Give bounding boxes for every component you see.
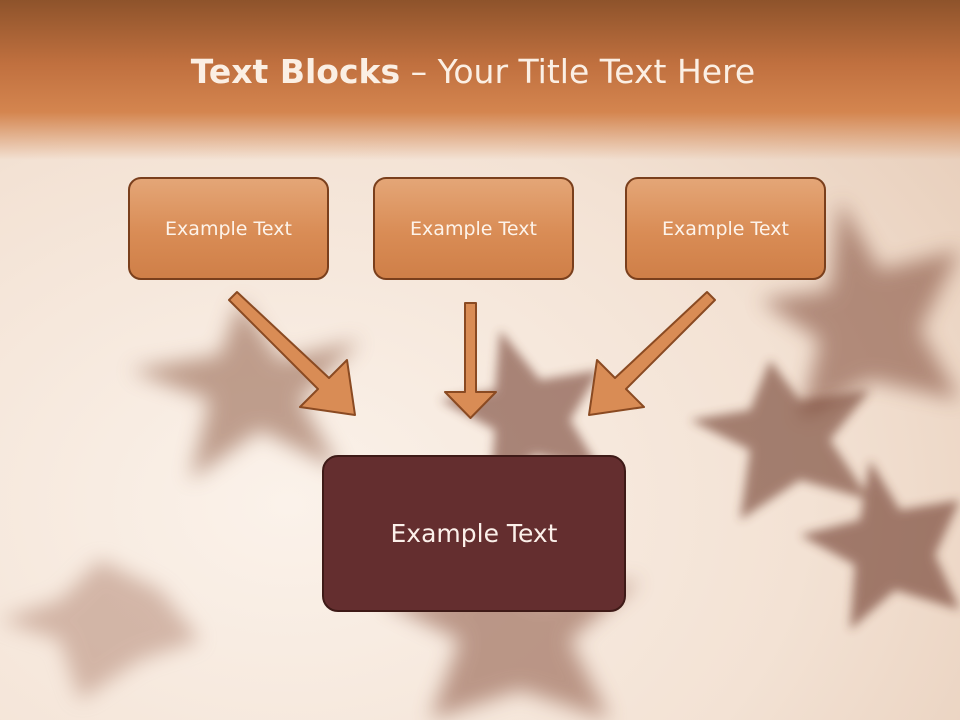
text-block-3[interactable]: Example Text (625, 177, 826, 280)
slide-title-rest: – Your Title Text Here (400, 52, 756, 91)
slide-title-bold: Text Blocks (190, 52, 401, 91)
text-block-2[interactable]: Example Text (373, 177, 574, 280)
slide-title: Text Blocks – Your Title Text Here (0, 52, 946, 91)
text-block-3-label: Example Text (662, 217, 789, 240)
text-block-2-label: Example Text (410, 217, 537, 240)
header-band (0, 0, 960, 160)
text-block-1[interactable]: Example Text (128, 177, 329, 280)
target-block[interactable]: Example Text (322, 455, 626, 612)
text-block-1-label: Example Text (165, 217, 292, 240)
target-block-label: Example Text (390, 519, 558, 548)
